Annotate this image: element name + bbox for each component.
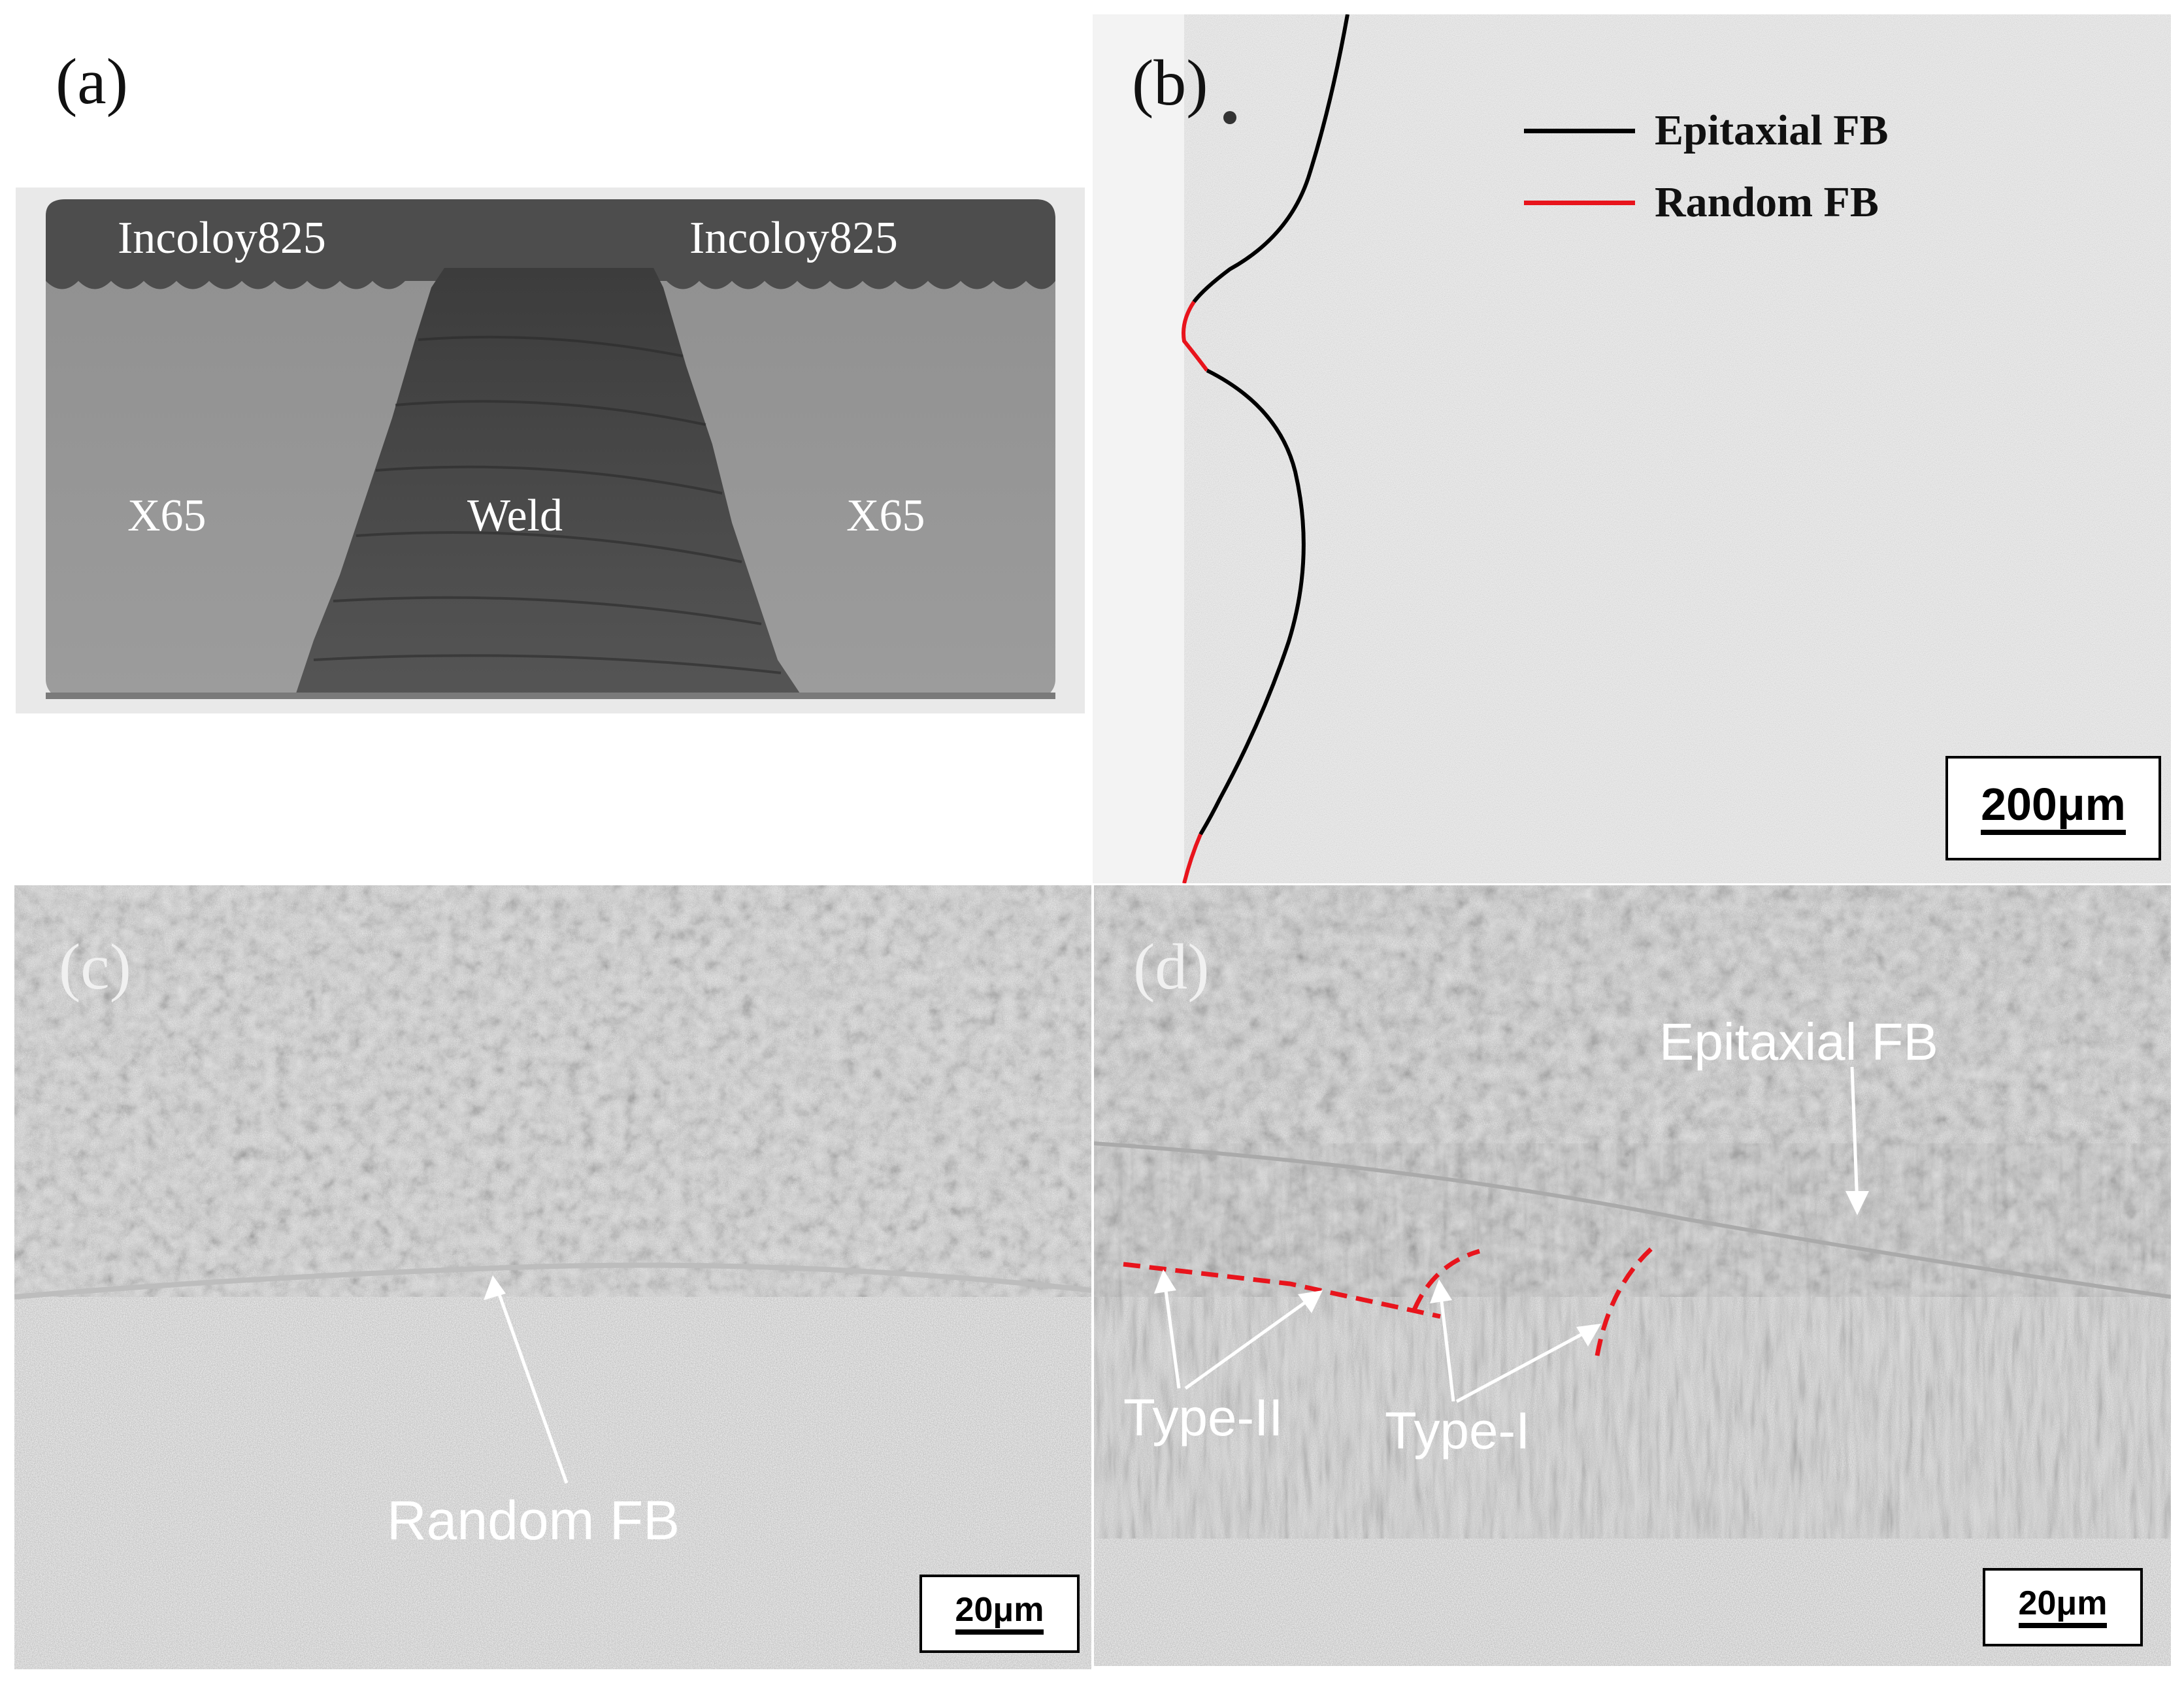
annotation-epitaxial-fb: Epitaxial FB — [1659, 1013, 1938, 1071]
legend-line-red — [1524, 200, 1635, 205]
annotation-type-i: Type-I — [1385, 1401, 1530, 1460]
separator-vertical-bottom — [1091, 883, 1094, 1667]
arrows-d — [1154, 1066, 1869, 1403]
sem-micrograph-c — [14, 885, 1091, 1669]
panel-b: (b) Epitaxial FB Random FB 200μm — [1093, 14, 2171, 883]
label-incoloy825-right: Incoloy825 — [689, 213, 898, 263]
scale-bar-c: 20μm — [919, 1575, 1080, 1653]
panel-c-label: (c) — [59, 930, 131, 1003]
annotation-random-fb: Random FB — [387, 1490, 680, 1551]
legend-random: Random FB — [1524, 178, 1879, 227]
legend-text-epitaxial: Epitaxial FB — [1655, 106, 1889, 154]
weld-cross-section-image — [16, 188, 1085, 713]
epitaxial-boundary — [1192, 14, 1349, 303]
optical-micrograph — [1093, 14, 2171, 883]
random-fb-boundary — [14, 1262, 1091, 1299]
annotation-type-ii: Type-II — [1123, 1388, 1283, 1446]
label-weld: Weld — [467, 491, 563, 541]
label-incoloy825-left: Incoloy825 — [118, 213, 326, 263]
type-i-boundary-1 — [1412, 1249, 1480, 1311]
scale-bar-b: 200μm — [1945, 756, 2161, 860]
legend-epitaxial: Epitaxial FB — [1524, 106, 1889, 155]
random-boundary-upper — [1182, 301, 1209, 372]
panel-b-label: (b) — [1132, 46, 1208, 119]
random-boundary-lower — [1182, 833, 1202, 883]
scale-bar-c-text: 20μm — [955, 1593, 1044, 1635]
legend-line-black — [1524, 128, 1635, 133]
type-i-boundary-2 — [1595, 1243, 1658, 1356]
panel-a-label: (a) — [56, 45, 128, 118]
panel-d-label: (d) — [1133, 930, 1210, 1003]
scale-bar-d: 20μm — [1983, 1568, 2143, 1646]
panel-a: (a) — [0, 0, 1091, 882]
legend-text-random: Random FB — [1655, 178, 1879, 226]
panel-d: (d) Epitaxial FB Type-II Type-I 20μm — [1094, 885, 2171, 1666]
label-x65-left: X65 — [127, 491, 207, 541]
scale-bar-b-text: 200μm — [1981, 781, 2126, 835]
panel-c: (c) Random FB 20μm — [14, 885, 1091, 1669]
scale-bar-d-text: 20μm — [2018, 1586, 2108, 1628]
label-x65-right: X65 — [846, 491, 925, 541]
type-ii-boundary — [1123, 1262, 1441, 1319]
sem-micrograph-d — [1094, 885, 2171, 1666]
epitaxial-boundary-lower — [1199, 368, 1306, 836]
arrow-c — [484, 1275, 569, 1484]
